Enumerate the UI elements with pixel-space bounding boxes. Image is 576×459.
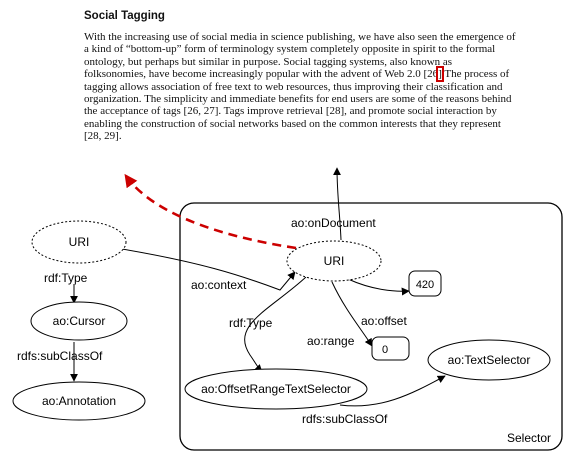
label-rdf-type-left: rdf:Type: [44, 271, 88, 285]
annotation-node-label: ao:Annotation: [42, 394, 116, 408]
edge-rdf-type-center: [244, 276, 307, 373]
paragraph-text-after: The process of tagging allows associatio…: [84, 68, 512, 143]
uri-node-left: [31, 220, 127, 264]
label-offset: ao:offset: [361, 314, 407, 328]
cursor-node: [30, 301, 128, 341]
edge-subclass-right: [339, 375, 446, 407]
cursor-node-label: ao:Cursor: [53, 314, 106, 328]
selector-group-box: [179, 202, 563, 451]
uri-node-center: [286, 240, 382, 282]
section-heading: Social Tagging: [84, 10, 165, 22]
uri-node-left-label: URI: [69, 235, 90, 249]
label-context: ao:context: [191, 278, 247, 292]
offset-range-text-selector-label: ao:OffsetRangeTextSelector: [201, 382, 351, 396]
document-pointer-arrow: [124, 173, 297, 250]
offset-value-box: [408, 270, 442, 297]
label-range: ao:range: [307, 334, 355, 348]
selector-group-label: Selector: [507, 431, 551, 445]
edge-range: [331, 281, 373, 347]
highlighted-reference: ]: [436, 66, 444, 83]
offset-value: 420: [416, 279, 434, 291]
range-value-box: [371, 336, 410, 361]
label-subclass-right: rdfs:subClassOf: [302, 412, 388, 426]
edge-context: [115, 247, 296, 291]
range-value: 0: [382, 344, 388, 356]
label-subclass-left: rdfs:subClassOf: [17, 349, 103, 363]
offset-range-text-selector-node: [184, 368, 368, 410]
document-paragraph: With the increasing use of social media …: [84, 31, 516, 143]
annotation-node: [12, 381, 146, 421]
text-selector-label: ao:TextSelector: [448, 353, 531, 367]
text-selector-node: [427, 339, 551, 381]
label-on-document: ao:onDocument: [291, 216, 376, 230]
uri-node-center-label: URI: [324, 254, 345, 268]
edge-on-document: [333, 167, 342, 241]
paragraph-text-before: With the increasing use of social media …: [84, 31, 516, 81]
edge-offset: [347, 278, 410, 296]
label-rdf-type-center: rdf:Type: [229, 316, 273, 330]
